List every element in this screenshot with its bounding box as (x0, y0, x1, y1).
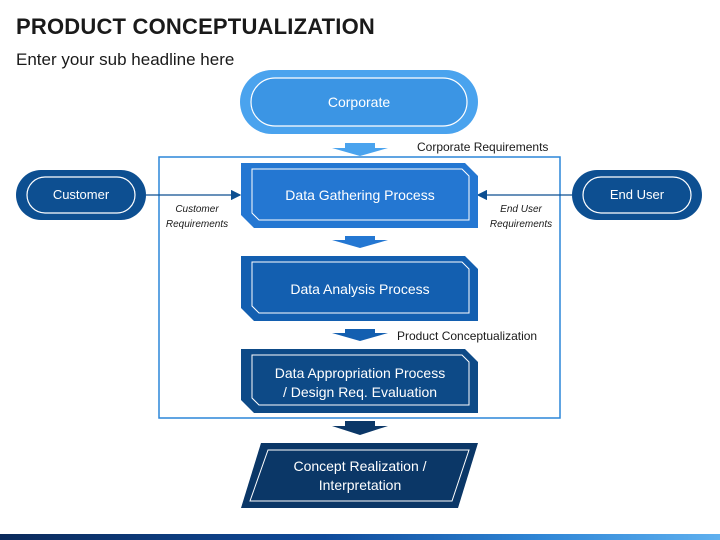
concept-realization-label-line1: Concept Realization / (293, 458, 426, 474)
arrow-appropriation-down (332, 421, 388, 435)
data-analysis-node[interactable]: Data Analysis Process (241, 256, 478, 321)
end-user-node[interactable]: End User (572, 170, 702, 220)
end-user-requirements-line2: Requirements (490, 219, 552, 230)
data-appropriation-label-line1: Data Appropriation Process (275, 365, 445, 381)
end-user-requirements-line1: End User (500, 204, 542, 215)
page-title: PRODUCT CONCEPTUALIZATION (16, 14, 376, 39)
data-analysis-label: Data Analysis Process (290, 281, 429, 297)
arrow-corporate-down (332, 143, 388, 156)
customer-requirements-line2: Requirements (166, 219, 228, 230)
customer-node[interactable]: Customer (16, 170, 146, 220)
corporate-node[interactable]: Corporate (240, 70, 478, 134)
end-user-label: End User (610, 187, 665, 202)
data-gathering-node[interactable]: Data Gathering Process (241, 163, 478, 228)
corporate-requirements-label: Corporate Requirements (417, 140, 548, 154)
page-subtitle: Enter your sub headline here (16, 50, 235, 69)
process-boundary-box (158, 156, 561, 419)
corporate-label: Corporate (328, 94, 390, 110)
data-gathering-label: Data Gathering Process (285, 187, 434, 203)
footer-accent-bar (0, 534, 720, 540)
customer-requirements-line1: Customer (175, 204, 219, 215)
arrow-gathering-down (332, 236, 388, 248)
arrow-analysis-down (332, 329, 388, 341)
customer-label: Customer (53, 187, 110, 202)
data-appropriation-label-line2: / Design Req. Evaluation (283, 384, 437, 400)
concept-realization-node[interactable]: Concept Realization / Interpretation (241, 443, 478, 508)
product-conceptualization-label: Product Conceptualization (397, 329, 537, 343)
data-appropriation-node[interactable]: Data Appropriation Process / Design Req.… (241, 349, 478, 413)
concept-realization-label-line2: Interpretation (319, 477, 402, 493)
